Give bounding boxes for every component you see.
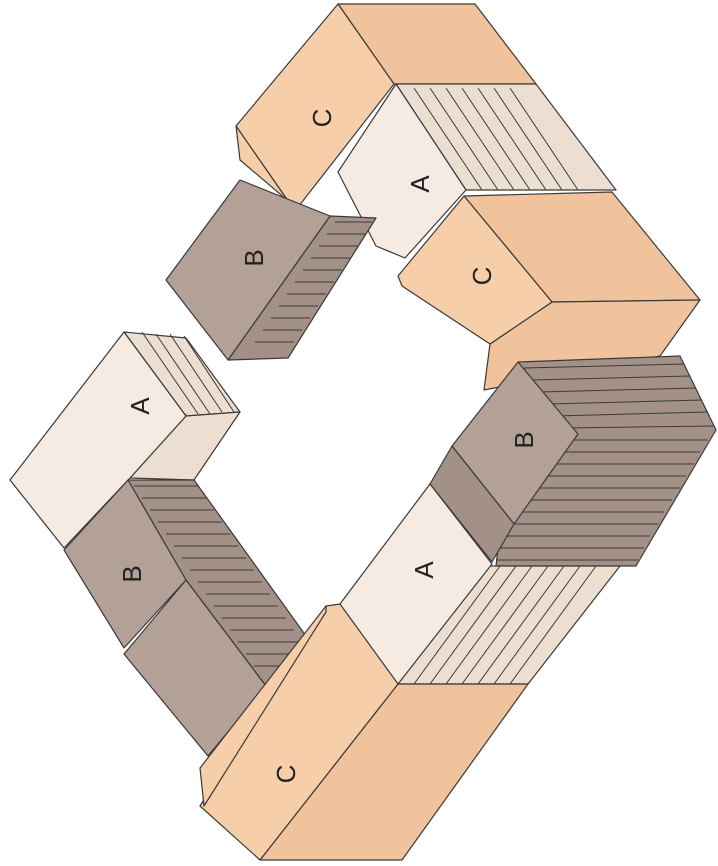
block-c-right-label: C: [467, 267, 497, 286]
block-c-bottom-label: C: [271, 765, 301, 784]
block-c-top-label: C: [307, 109, 337, 128]
block-b-left-label: B: [117, 565, 147, 582]
block-a-lower-label: A: [409, 561, 439, 579]
block-b-right: B: [430, 356, 716, 566]
block-b-right-label: B: [509, 431, 539, 448]
block-a-top-label: A: [405, 175, 435, 193]
block-b-upper-label: B: [239, 249, 269, 266]
block-a-left-label: A: [125, 397, 155, 415]
block-b-upper: B: [166, 180, 376, 360]
